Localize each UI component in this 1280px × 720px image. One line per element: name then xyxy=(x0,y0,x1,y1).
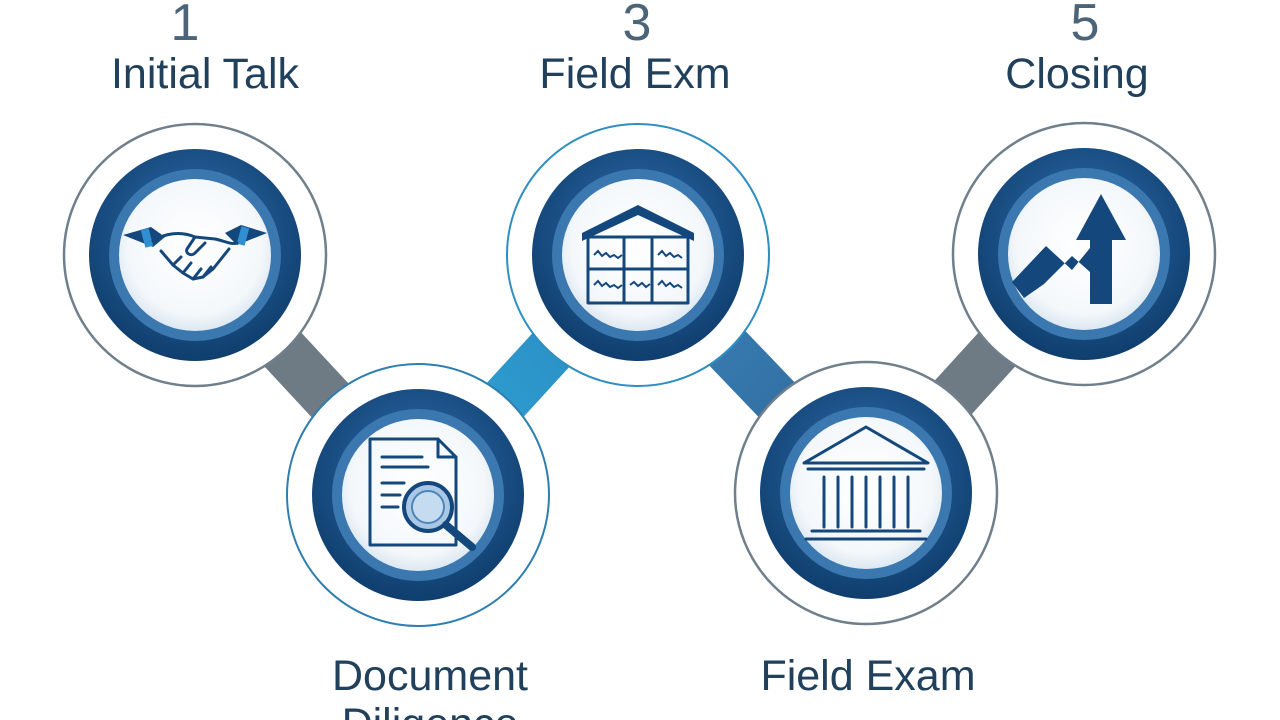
step-number-3: 3 xyxy=(623,0,652,52)
step-label-3: Field Exm xyxy=(539,50,730,98)
step-node-5 xyxy=(951,121,1217,387)
step-node-2 xyxy=(286,363,550,627)
growth-arrow-icon xyxy=(1012,194,1126,304)
step-label-4: Field Exam xyxy=(760,652,975,700)
step-label-2-line1: Document xyxy=(332,652,528,700)
step-node-4 xyxy=(733,360,999,626)
node-inner-disc xyxy=(562,179,714,331)
warehouse-icon xyxy=(582,205,694,305)
node-inner-disc xyxy=(119,179,271,331)
step-label-1: Initial Talk xyxy=(111,50,300,98)
node-inner-disc xyxy=(1008,178,1160,330)
step-node-1 xyxy=(62,122,328,388)
handshake-icon xyxy=(123,225,267,281)
step-label-2-line2: Diligence xyxy=(342,700,519,720)
document-search-icon xyxy=(368,437,476,551)
step-node-3 xyxy=(506,123,770,387)
step-number-5: 5 xyxy=(1071,0,1100,52)
bank-building-icon xyxy=(802,425,930,541)
step-number-1: 1 xyxy=(171,0,200,52)
step-label-5: Closing xyxy=(1005,50,1148,98)
